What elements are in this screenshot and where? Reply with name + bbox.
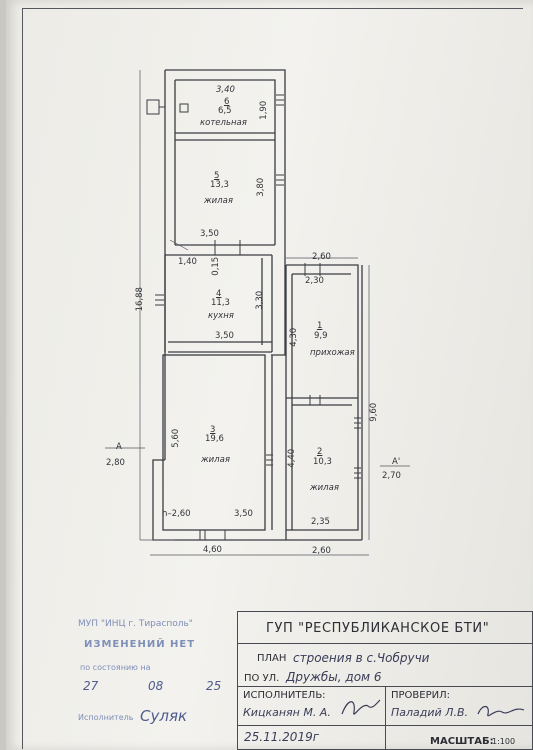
executor-name: Кицканян М. А. [243, 706, 331, 719]
scale-value: 1:100 [492, 737, 516, 746]
drawing-frame [22, 8, 523, 749]
room2-width-label: 2,35 [311, 517, 330, 527]
plan-label: ПЛАН [257, 653, 287, 664]
room-2-area: 10,3 [313, 457, 332, 467]
step-a-label: 1,40 [178, 257, 197, 267]
section-right-height: 2,70 [382, 471, 401, 481]
section-right-label: A' [392, 457, 401, 467]
room-1-name: прихожая [310, 348, 355, 358]
room-3-number: 3 [210, 425, 216, 435]
room-6-area: 6,5 [218, 106, 232, 116]
stamp-month: 08 [148, 679, 164, 693]
document-sheet [6, 0, 533, 750]
executor-label: ИСПОЛНИТЕЛЬ: [243, 690, 326, 701]
bottom-left-dim: 4,60 [203, 545, 222, 555]
total-length-label: 16,88 [134, 287, 145, 312]
room-4-name: кухня [208, 311, 234, 321]
room3-height-label: h–2,60 [162, 509, 191, 519]
scale-label: МАСШТАБ: [430, 736, 494, 747]
checked-name: Паладий Л.В. [391, 706, 468, 719]
room-5-name: жилая [204, 196, 233, 206]
room-4-number: 4 [216, 289, 222, 299]
room-3-name: жилая [201, 455, 230, 465]
stamp-year: 25 [206, 679, 222, 693]
room-1-area: 9,9 [314, 331, 328, 341]
bottom-right-dim: 2,60 [312, 546, 331, 556]
room-5-area: 13,3 [210, 180, 229, 190]
room-5-number: 5 [214, 171, 220, 181]
section-left-label: A [116, 442, 122, 452]
stamp-as-of: по состоянию на [80, 663, 151, 672]
room3-width-label: 3,50 [234, 509, 253, 519]
main-bottom-wall [152, 459, 286, 541]
hall-depth-label: 4,30 [289, 327, 300, 347]
room5-width-label: 3,50 [200, 229, 219, 239]
room5-depth-label: 3,80 [256, 177, 267, 197]
porch-outer-label: 2,60 [312, 252, 331, 262]
executor-signature [341, 699, 381, 715]
room-6-number: 6 [224, 97, 230, 107]
stamp-org: МУП "ИНЦ г. Тирасполь" [78, 619, 193, 629]
room3-depth-label: 5,60 [171, 428, 182, 448]
stamp-signature: Суляк [140, 707, 188, 725]
room-2-number: 2 [317, 447, 323, 457]
room-2-name: жилая [310, 483, 339, 493]
boiler-depth-label: 1,90 [259, 100, 270, 120]
date-value: 25.11.2019г [244, 730, 320, 744]
room-6-name: котельная [200, 118, 247, 128]
checked-label: ПРОВЕРИЛ: [391, 690, 450, 701]
porch-inner-label: 2,30 [305, 276, 324, 286]
room-1-number: 1 [317, 321, 323, 331]
room-3-walls [162, 354, 266, 531]
checker-signature [477, 705, 525, 717]
organization-name: ГУП "РЕСПУБЛИКАНСКОЕ БТИ" [266, 621, 490, 636]
boiler-width-label: 3,40 [216, 85, 235, 95]
kitchen-depth-label: 3,30 [255, 290, 266, 310]
kitchen-width-label: 3,50 [215, 331, 234, 341]
stamp-signed-label: Исполнитель [78, 713, 134, 722]
registry-stamp: МУП "ИНЦ г. Тирасполь" ИЗМЕНЕНИЙ НЕТ по … [78, 619, 238, 731]
stamp-day: 27 [83, 679, 99, 693]
room2-depth-label: 4,40 [287, 448, 298, 468]
stamp-no-changes: ИЗМЕНЕНИЙ НЕТ [84, 639, 196, 650]
street-label: ПО УЛ. [244, 673, 280, 684]
step-b-label: 0,15 [211, 256, 222, 276]
annex-length-label: 9,60 [369, 402, 380, 422]
street-value: Дружбы, дом 6 [286, 670, 382, 684]
title-block: ГУП "РЕСПУБЛИКАНСКОЕ БТИ" ПЛАН строения … [237, 611, 533, 750]
room-4-area: 11,3 [211, 298, 230, 308]
section-left-height: 2,80 [106, 458, 125, 468]
room-3-area: 19,6 [205, 434, 224, 444]
plan-value: строения в с.Чобручи [293, 651, 430, 665]
chimney-icon [179, 103, 189, 113]
main-outer-wall [165, 69, 286, 356]
